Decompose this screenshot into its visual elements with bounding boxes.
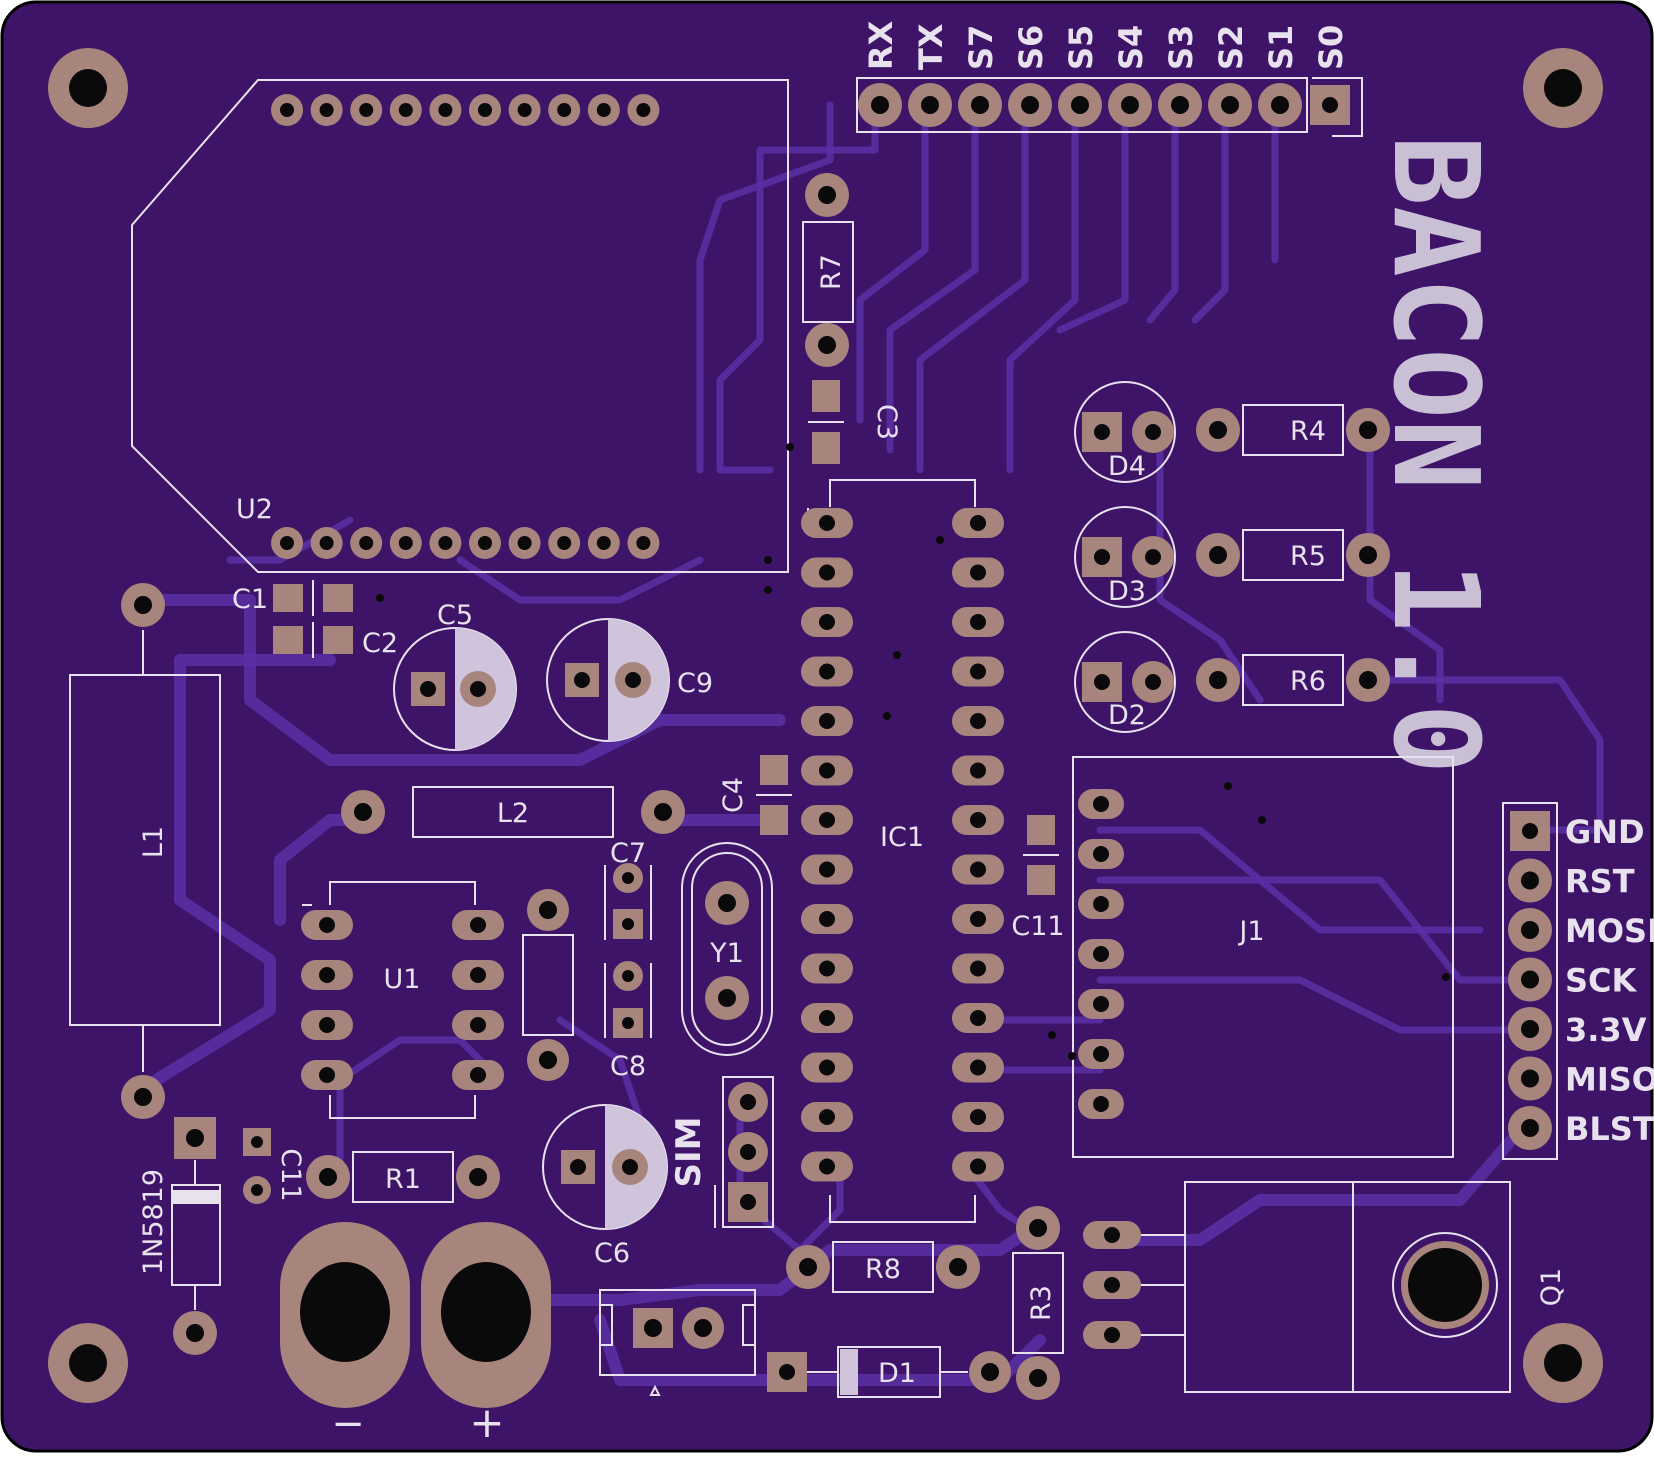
svg-text:IC1: IC1 bbox=[880, 822, 924, 853]
r7-resistor: R7 bbox=[802, 173, 854, 367]
ct1-capacitor: C11 bbox=[243, 1128, 306, 1204]
r3-resistor: R3 bbox=[1012, 1206, 1064, 1400]
svg-text:C1: C1 bbox=[232, 584, 268, 615]
u2-label: U2 bbox=[236, 494, 273, 525]
c9-capacitor: C9 bbox=[546, 618, 713, 742]
svg-text:R6: R6 bbox=[1290, 666, 1326, 697]
svg-text:1N5819: 1N5819 bbox=[138, 1169, 169, 1275]
resistor-unlabeled bbox=[522, 889, 574, 1081]
led-d3: D3 bbox=[1074, 506, 1176, 608]
r5-resistor: R5 bbox=[1196, 529, 1390, 581]
top-header-label: S6 bbox=[1012, 25, 1050, 70]
u1-chip: U1 bbox=[301, 881, 504, 1119]
top-header-label: S4 bbox=[1112, 25, 1150, 70]
right-header-label: MISO bbox=[1565, 1061, 1654, 1099]
u2-module: U2 bbox=[131, 79, 789, 573]
c6-capacitor: C6 bbox=[542, 1104, 668, 1269]
top-header-label: S5 bbox=[1062, 25, 1100, 70]
svg-text:R3: R3 bbox=[1026, 1285, 1057, 1321]
svg-text:D4: D4 bbox=[1108, 451, 1146, 482]
svg-text:C11: C11 bbox=[275, 1148, 306, 1201]
copper-traces bbox=[134, 101, 1604, 1386]
svg-text:C4: C4 bbox=[718, 777, 749, 813]
vias bbox=[376, 443, 1450, 1060]
r1-resistor: R1 bbox=[306, 1151, 500, 1203]
svg-text:C5: C5 bbox=[437, 600, 473, 631]
l2-inductor: L2 bbox=[341, 786, 685, 838]
c2-capacitor: C2 bbox=[273, 622, 398, 659]
power-minus-label: − bbox=[331, 1401, 365, 1447]
d1-diode: D1 bbox=[767, 1346, 1011, 1398]
board-title: BACON 1.0 bbox=[1367, 135, 1505, 774]
q1-transistor: Q1 bbox=[1083, 1181, 1567, 1393]
c8-capacitor: C8 bbox=[604, 961, 652, 1082]
top-header-label: TX bbox=[912, 23, 950, 70]
j1-connector: J1 bbox=[1072, 756, 1454, 1158]
top-header-label: S2 bbox=[1212, 25, 1250, 70]
svg-text:R7: R7 bbox=[816, 254, 847, 290]
ic1-chip: IC1 bbox=[801, 479, 1004, 1223]
svg-text:R5: R5 bbox=[1290, 541, 1326, 572]
svg-text:L2: L2 bbox=[497, 798, 529, 829]
right-header: GND RST MOSI SCK 3.3V MISO BLST bbox=[1502, 802, 1654, 1160]
power-plus-label: + bbox=[469, 1398, 504, 1447]
top-header-label: S1 bbox=[1262, 25, 1300, 70]
two-pin-connector bbox=[599, 1289, 756, 1396]
svg-text:SIM: SIM bbox=[669, 1117, 709, 1188]
right-header-label: BLST bbox=[1565, 1110, 1654, 1148]
y1-crystal: Y1 bbox=[681, 842, 773, 1056]
right-header-label: 3.3V bbox=[1565, 1011, 1647, 1049]
c4-capacitor: C4 bbox=[718, 755, 792, 835]
top-header: RX TX S7 S6 S5 S4 S3 S2 S1 S0 bbox=[856, 20, 1363, 137]
top-header-label: RX bbox=[862, 20, 900, 70]
c3-capacitor: C3 bbox=[808, 380, 902, 464]
svg-text:D1: D1 bbox=[878, 1358, 916, 1389]
svg-text:D2: D2 bbox=[1108, 700, 1146, 731]
led-d4: D4 bbox=[1074, 381, 1176, 483]
svg-text:C9: C9 bbox=[677, 668, 713, 699]
l1-inductor: L1 bbox=[69, 583, 221, 1119]
svg-text:C2: C2 bbox=[362, 628, 398, 659]
svg-text:D3: D3 bbox=[1108, 576, 1146, 607]
r6-resistor: R6 bbox=[1196, 654, 1390, 706]
top-header-label: S0 bbox=[1312, 25, 1350, 70]
svg-text:J1: J1 bbox=[1237, 916, 1264, 947]
svg-text:Q1: Q1 bbox=[1536, 1268, 1567, 1306]
svg-text:C8: C8 bbox=[610, 1051, 646, 1082]
c1-capacitor: C1 bbox=[232, 580, 353, 616]
svg-text:C6: C6 bbox=[594, 1238, 630, 1269]
diode-1n5819: 1N5819 bbox=[138, 1117, 221, 1355]
svg-text:C11: C11 bbox=[1011, 911, 1064, 942]
right-header-label: SCK bbox=[1565, 962, 1638, 1000]
power-terminal: − + bbox=[280, 1222, 551, 1447]
svg-text:R1: R1 bbox=[385, 1164, 421, 1195]
r4-resistor: R4 bbox=[1196, 404, 1390, 456]
right-header-label: MOSI bbox=[1565, 912, 1654, 950]
c5-capacitor: C5 bbox=[393, 600, 517, 751]
svg-text:L1: L1 bbox=[138, 826, 169, 858]
right-header-label: GND bbox=[1565, 813, 1645, 851]
r8-resistor: R8 bbox=[786, 1241, 980, 1293]
right-header-label: RST bbox=[1565, 863, 1635, 901]
svg-text:C3: C3 bbox=[871, 404, 902, 440]
svg-text:R4: R4 bbox=[1290, 416, 1326, 447]
c7-capacitor: C7 bbox=[604, 838, 652, 940]
sim-jumper: SIM bbox=[669, 1076, 774, 1228]
svg-text:Y1: Y1 bbox=[709, 938, 744, 969]
svg-text:C7: C7 bbox=[610, 838, 646, 869]
c11-capacitor: C11 bbox=[1011, 815, 1065, 942]
svg-text:U1: U1 bbox=[384, 964, 421, 995]
led-d2: D2 bbox=[1074, 631, 1176, 733]
top-header-label: S3 bbox=[1162, 25, 1200, 70]
mounting-holes bbox=[48, 48, 1603, 1403]
top-header-label: S7 bbox=[962, 25, 1000, 70]
svg-text:R8: R8 bbox=[865, 1254, 901, 1285]
